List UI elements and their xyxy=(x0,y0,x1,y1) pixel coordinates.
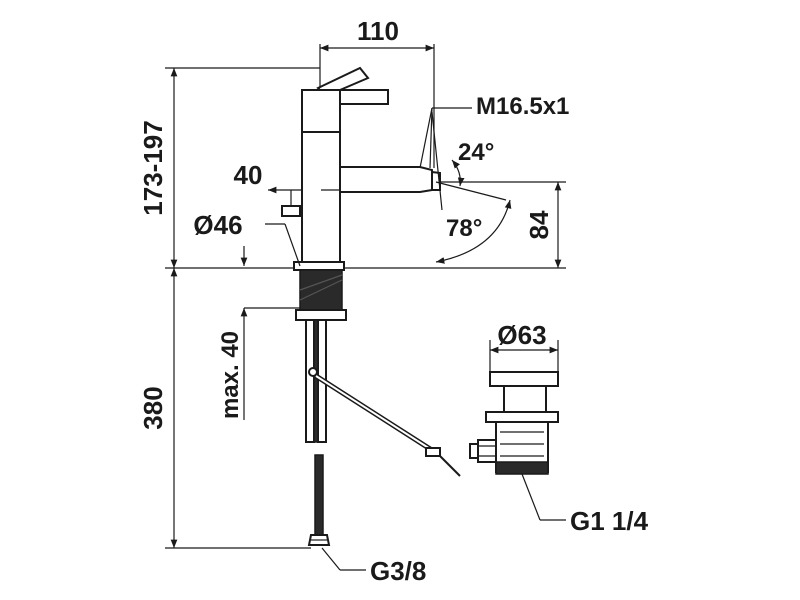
waste-valve xyxy=(469,371,559,475)
dimension-lines xyxy=(165,44,566,571)
label-base-diameter: Ø46 xyxy=(193,210,242,240)
popup-rod xyxy=(308,367,461,477)
faucet-body xyxy=(281,66,441,271)
mounting-shank xyxy=(295,269,347,546)
label-waste-diameter: Ø63 xyxy=(497,320,546,350)
label-spout-height: 84 xyxy=(524,210,554,239)
label-waste-thread: G1 1/4 xyxy=(570,506,649,536)
label-angle-large: 78° xyxy=(446,215,482,242)
label-hose-length: 380 xyxy=(138,386,168,429)
label-spout-reach: 110 xyxy=(357,16,399,46)
dimension-labels: 110 173-197 M16.5x1 24° 78° 84 40 Ø46 ma… xyxy=(138,16,649,586)
label-height-range: 173-197 xyxy=(138,120,168,215)
label-supply-thread: G3/8 xyxy=(370,556,426,586)
label-offset: 40 xyxy=(234,160,263,190)
label-max-thickness: max. 40 xyxy=(217,331,244,419)
label-thread: M16.5x1 xyxy=(476,93,569,120)
label-angle-small: 24° xyxy=(458,139,494,166)
